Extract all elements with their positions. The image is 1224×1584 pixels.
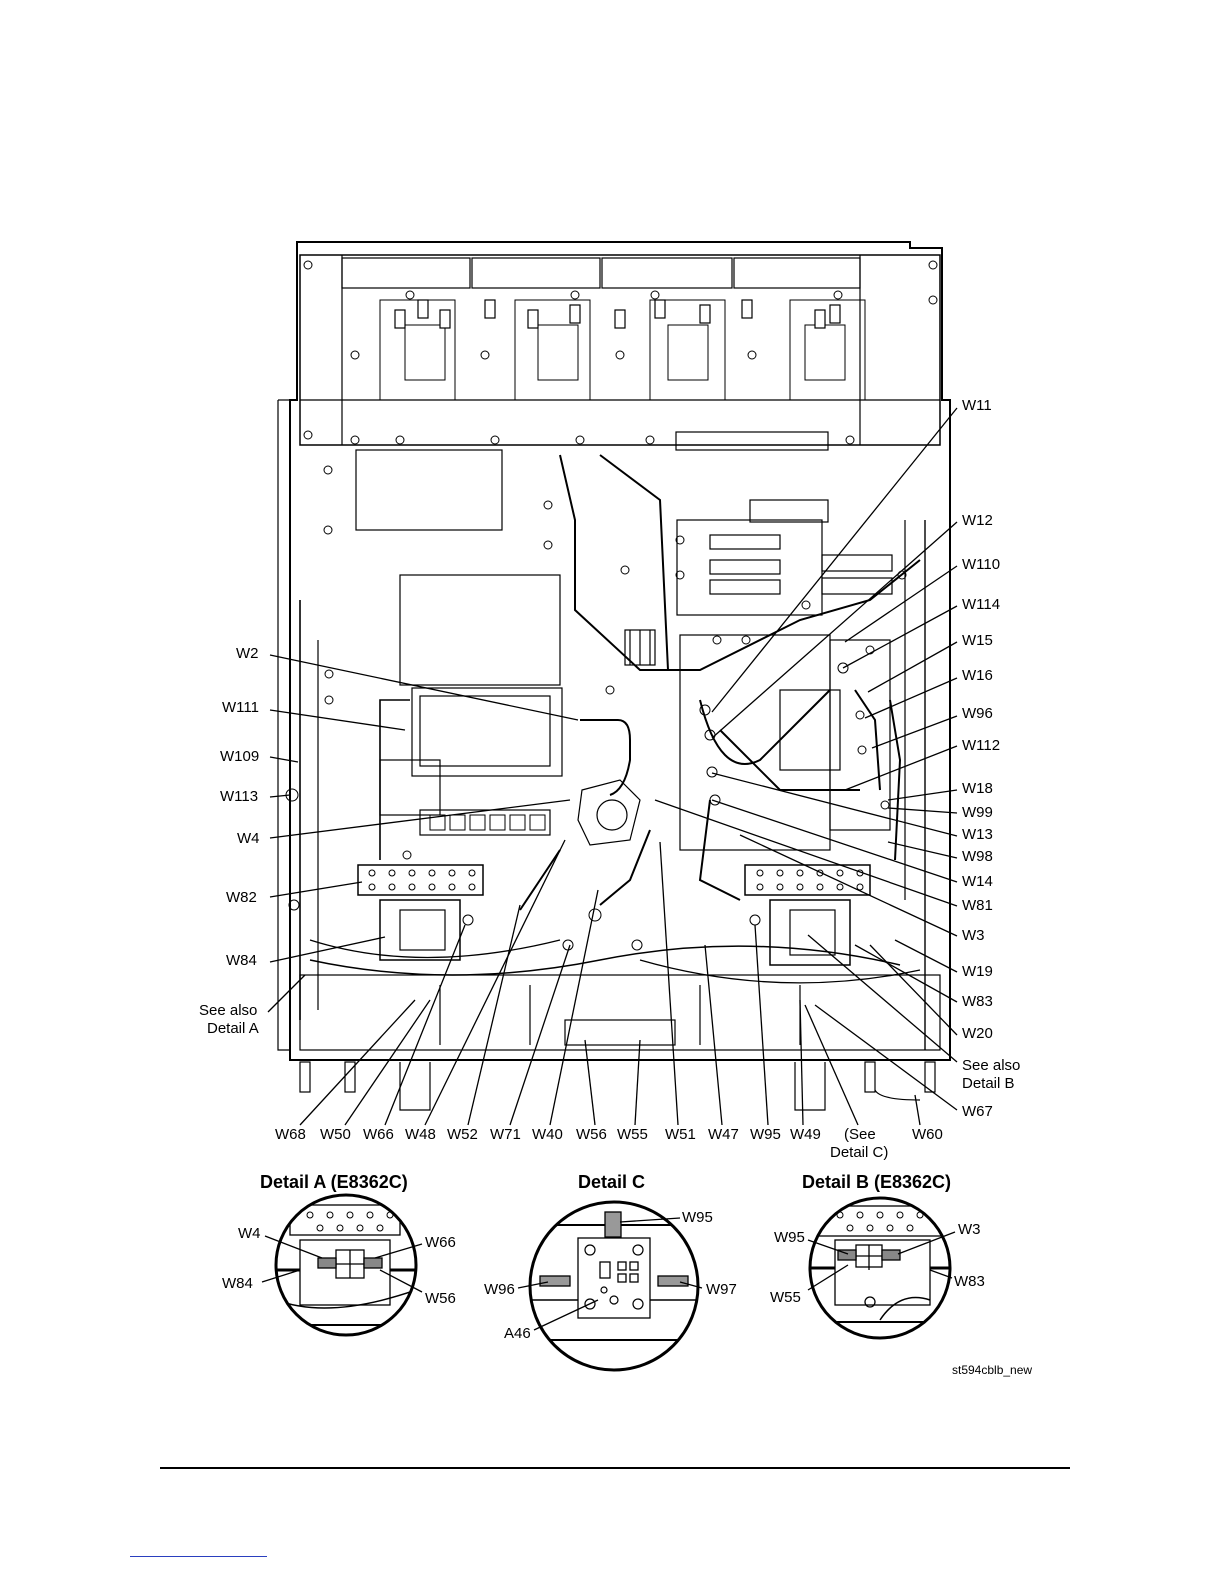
label-w50: W50 <box>320 1126 351 1143</box>
detail-b-title: Detail B (E8362C) <box>802 1172 951 1192</box>
label-w18: W18 <box>962 780 993 797</box>
label-w20: W20 <box>962 1025 993 1042</box>
detail-c-view <box>528 1200 700 1372</box>
label-w16: W16 <box>962 667 993 684</box>
label-see-c-line2: Detail C) <box>830 1144 888 1161</box>
label-w51: W51 <box>665 1126 696 1143</box>
left-labels: W2 W111 W109 W113 W4 W82 W84 See also De… <box>199 645 260 1037</box>
label-w3: W3 <box>962 927 985 944</box>
detail-a-label-w66: W66 <box>425 1234 456 1251</box>
chassis-drawing <box>277 241 951 1111</box>
label-w110: W110 <box>962 556 1000 573</box>
label-w98: W98 <box>962 848 993 865</box>
detail-b-label-w95: W95 <box>774 1229 805 1246</box>
detail-c-label-w97: W97 <box>706 1281 737 1298</box>
label-w4: W4 <box>237 830 260 847</box>
detail-c-label-w95: W95 <box>682 1209 713 1226</box>
detail-c-title: Detail C <box>578 1172 645 1192</box>
label-w68: W68 <box>275 1126 306 1143</box>
label-w111: W111 <box>222 699 259 716</box>
label-see-also-b-line1: See also <box>962 1057 1020 1074</box>
label-w95: W95 <box>750 1126 781 1143</box>
detail-b-label-w83: W83 <box>954 1273 985 1290</box>
label-see-c-line1: (See <box>844 1126 876 1143</box>
label-see-also-b-line2: Detail B <box>962 1075 1015 1092</box>
footer-rule <box>160 1467 1070 1469</box>
leader-lines <box>267 407 958 1126</box>
label-w113: W113 <box>220 788 258 805</box>
label-w48: W48 <box>405 1126 436 1143</box>
detail-a-label-w56: W56 <box>425 1290 456 1307</box>
detail-c-leaders <box>517 1217 703 1331</box>
label-see-also-a-line1: See also <box>199 1002 257 1019</box>
detail-a-title: Detail A (E8362C) <box>260 1172 408 1192</box>
label-w99: W99 <box>962 804 993 821</box>
footer-link-underline[interactable] <box>130 1556 267 1557</box>
detail-a-view <box>274 1193 418 1337</box>
detail-b-label-w55: W55 <box>770 1289 801 1306</box>
label-w67: W67 <box>962 1103 993 1120</box>
detail-a-label-w84: W84 <box>222 1275 253 1292</box>
label-w56: W56 <box>576 1126 607 1143</box>
label-w55: W55 <box>617 1126 648 1143</box>
figure-reference: st594cblb_new <box>952 1363 1032 1377</box>
label-w12: W12 <box>962 512 993 529</box>
label-w13: W13 <box>962 826 993 843</box>
label-w19: W19 <box>962 963 993 980</box>
label-w49: W49 <box>790 1126 821 1143</box>
bottom-labels: W68 W50 W66 W48 W52 W71 W40 W56 W55 W51 … <box>275 1126 943 1161</box>
detail-b-leaders <box>807 1231 956 1291</box>
label-w83: W83 <box>962 993 993 1010</box>
detail-b-label-w3: W3 <box>958 1221 981 1238</box>
label-w15: W15 <box>962 632 993 649</box>
label-w82: W82 <box>226 889 257 906</box>
label-w2: W2 <box>236 645 259 662</box>
detail-a-label-w4: W4 <box>238 1225 261 1242</box>
label-w47: W47 <box>708 1126 739 1143</box>
detail-c-label-w96: W96 <box>484 1281 515 1298</box>
label-w11: W11 <box>962 397 992 414</box>
label-w114: W114 <box>962 596 1000 613</box>
label-w40: W40 <box>532 1126 563 1143</box>
label-w14: W14 <box>962 873 993 890</box>
label-w60: W60 <box>912 1126 943 1143</box>
label-w71: W71 <box>490 1126 521 1143</box>
detail-a-leaders <box>261 1235 423 1293</box>
label-w96: W96 <box>962 705 993 722</box>
right-labels: W11 W12 W110 W114 W15 W16 W96 W112 W18 W… <box>962 397 1020 1120</box>
label-w112: W112 <box>962 737 1000 754</box>
detail-b-view <box>808 1196 952 1340</box>
label-w81: W81 <box>962 897 993 914</box>
detail-c-label-a46: A46 <box>504 1325 531 1342</box>
label-w84: W84 <box>226 952 257 969</box>
label-see-also-a-line2: Detail A <box>207 1020 259 1037</box>
label-w52: W52 <box>447 1126 478 1143</box>
label-w66: W66 <box>363 1126 394 1143</box>
label-w109: W109 <box>220 748 259 765</box>
